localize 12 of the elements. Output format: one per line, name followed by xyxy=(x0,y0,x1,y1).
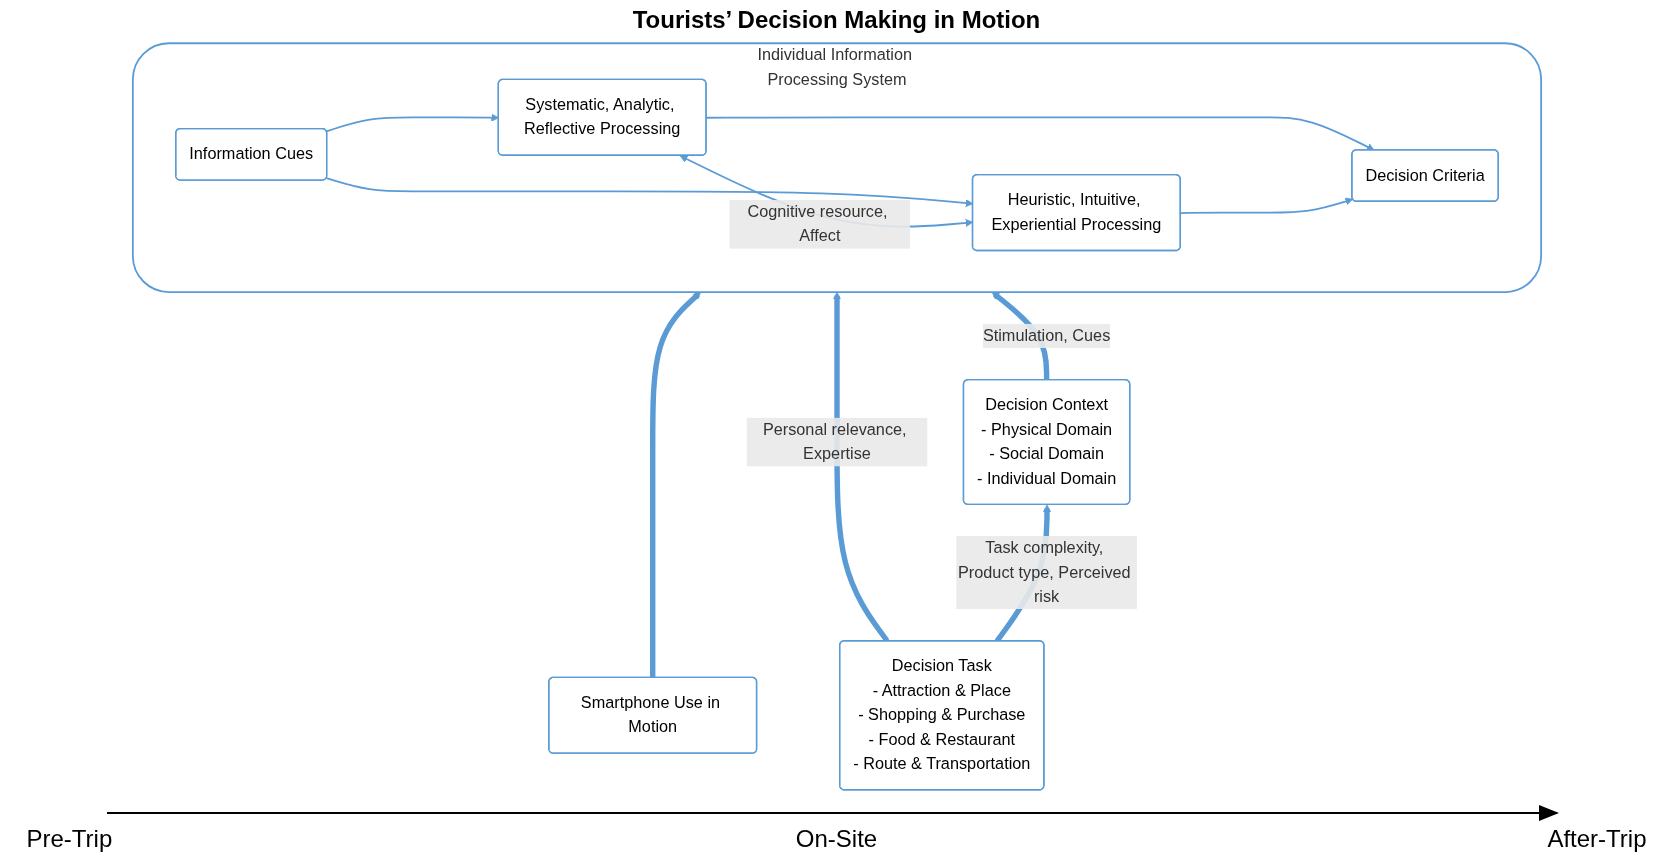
arrow xyxy=(705,116,1375,151)
edge-label: Task complexity, Product type, Perceived risk xyxy=(957,538,1131,606)
timeline-label: Pre-Trip xyxy=(26,825,113,853)
arrow xyxy=(649,291,701,678)
edge-label: Cognitive resource, Affect xyxy=(746,202,888,246)
diagram-heading: Tourists’ Decision Making in Motion xyxy=(632,6,1041,34)
timeline-label: On-Site xyxy=(795,825,878,853)
arrow xyxy=(325,177,973,208)
arrow xyxy=(1179,197,1353,214)
edge-label: Personal relevance, Expertise xyxy=(762,420,907,463)
edge-label: Stimulation, Cues xyxy=(982,326,1110,345)
timeline-label: After-Trip xyxy=(1547,825,1647,853)
